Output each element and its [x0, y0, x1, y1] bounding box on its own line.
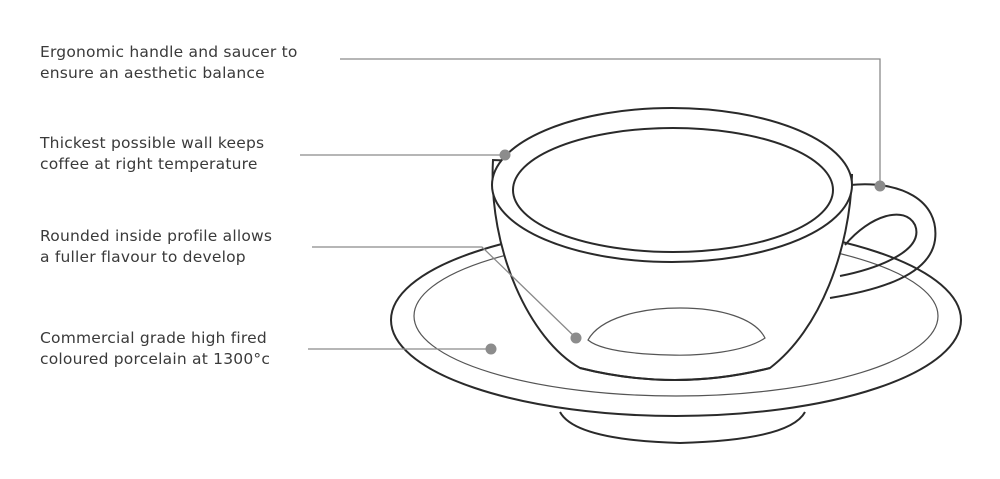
- saucer-foot: [559, 411, 806, 445]
- callout-porcelain: Commercial grade high fired coloured por…: [40, 328, 270, 370]
- cup-inner-rim: [512, 127, 834, 253]
- callout-line: coloured porcelain at 1300°c: [40, 350, 271, 368]
- leader-line-profile: [312, 246, 577, 339]
- callout-line: Thickest possible wall keeps: [40, 134, 265, 152]
- cup-handle-inner: [839, 213, 918, 277]
- callout-line: a fuller flavour to develop: [40, 248, 246, 266]
- cup: [491, 107, 937, 381]
- callout-dot-profile: [570, 332, 582, 344]
- callout-profile: Rounded inside profile allows a fuller f…: [40, 226, 272, 268]
- cup-outer-rim: [491, 107, 853, 263]
- callout-dot-handle: [874, 180, 886, 192]
- callout-dot-wall: [499, 149, 511, 161]
- callout-handle: Ergonomic handle and saucer to ensure an…: [40, 42, 298, 84]
- callout-line: coffee at right temperature: [40, 155, 258, 173]
- callout-line: ensure an aesthetic balance: [40, 64, 265, 82]
- leader-line-handle: [340, 58, 881, 186]
- cup-handle: [829, 183, 937, 299]
- callout-line: Commercial grade high fired: [40, 329, 267, 347]
- callout-dot-porcelain: [485, 343, 497, 355]
- callout-line: Ergonomic handle and saucer to: [40, 43, 298, 61]
- callout-line: Rounded inside profile allows: [40, 227, 273, 245]
- cup-inner-bottom: [587, 307, 766, 356]
- callout-wall: Thickest possible wall keeps coffee at r…: [40, 133, 264, 175]
